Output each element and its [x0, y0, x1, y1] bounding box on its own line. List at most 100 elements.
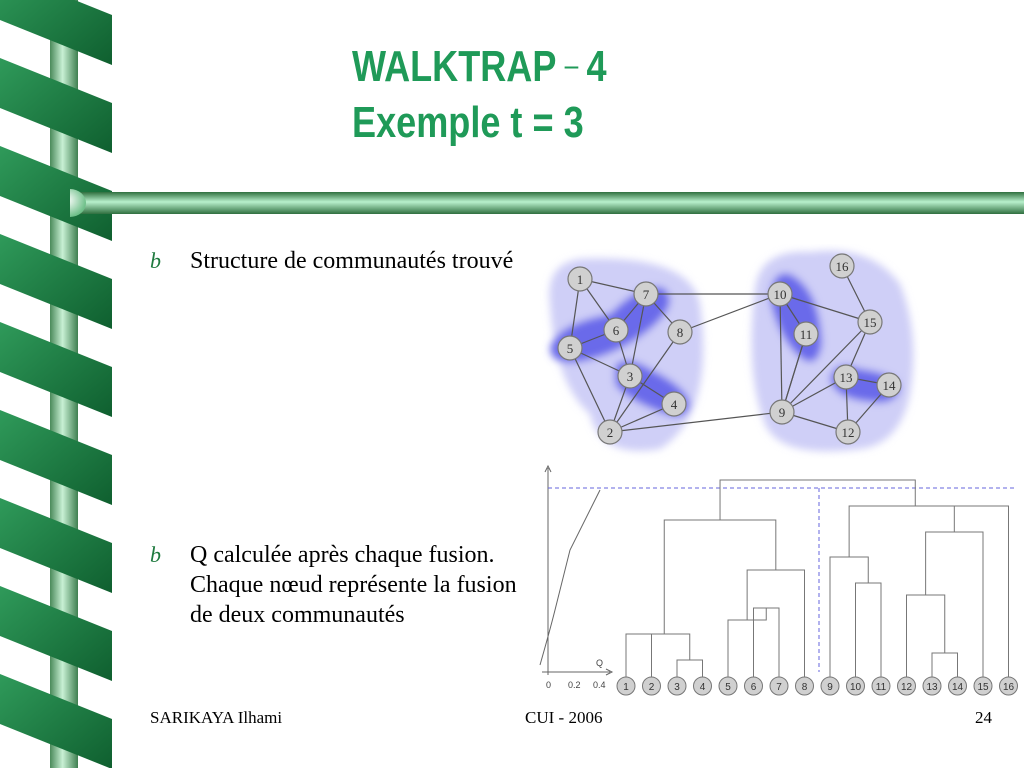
dendrogram-link [625, 633, 652, 677]
dendrogram-leaf-5: 5 [718, 676, 738, 696]
pole-ribbon [0, 498, 112, 593]
pole-ribbon [0, 410, 112, 505]
dendrogram-leaf-label: 8 [802, 682, 808, 693]
slide-title: WALKTRAP–4 Exemple t = 3 [352, 38, 607, 151]
dendrogram-leaf-label: 7 [776, 682, 782, 693]
dendrogram-link [638, 633, 691, 660]
dendrogram-link [746, 569, 805, 677]
graph-node-3: 3 [617, 363, 643, 389]
dendrogram-leaf-15: 15 [973, 676, 993, 696]
dendrogram-leaf-11: 11 [871, 676, 891, 696]
bullet-marker-icon: b [150, 248, 161, 273]
dendrogram-leaf-9: 9 [820, 676, 840, 696]
graph-node-label: 3 [627, 369, 634, 384]
dendrogram-link [719, 479, 916, 520]
graph-node-10: 10 [767, 281, 793, 307]
dendrogram-leaf-label: 2 [649, 682, 655, 693]
dendrogram-leaf-13: 13 [922, 676, 942, 696]
q-tick-0: 0 [546, 680, 551, 690]
graph-node-8: 8 [667, 319, 693, 345]
dendrogram-leaf-label: 1 [623, 682, 629, 693]
dendrogram-leaf-label: 10 [850, 682, 862, 693]
pole-ribbon [0, 58, 112, 153]
dendrogram-link [925, 531, 984, 677]
graph-edge-10-9 [779, 293, 783, 413]
graph-node-6: 6 [603, 317, 629, 343]
dendrogram-leaf-label: 15 [977, 682, 989, 693]
graph-node-label: 11 [800, 327, 813, 342]
dendrogram-leaf-label: 12 [901, 682, 913, 693]
footer-author: SARIKAYA Ilhami [150, 708, 283, 727]
graph-node-2: 2 [597, 419, 623, 445]
dendrogram-leaf-16: 16 [999, 676, 1018, 696]
title-dash: – [564, 49, 579, 82]
graph-node-13: 13 [833, 364, 859, 390]
dendrogram-leaf-label: 9 [827, 682, 833, 693]
graph-node-16: 16 [829, 253, 855, 279]
dendrogram-leaf-14: 14 [948, 676, 967, 696]
graph-node-label: 6 [613, 323, 620, 338]
graph-node-label: 14 [883, 378, 897, 393]
title-number: 4 [586, 42, 607, 91]
dendrogram-leaf-3: 3 [667, 676, 687, 696]
pole-ribbon [0, 322, 112, 417]
graph-node-label: 8 [677, 325, 684, 340]
graph-node-label: 5 [567, 341, 574, 356]
dendrogram-leaf-6: 6 [744, 676, 763, 696]
dendrogram-leaf-label: 14 [952, 682, 964, 693]
pole-ribbon [0, 234, 112, 329]
dendrogram-leaf-2: 2 [642, 676, 661, 696]
title-subtitle: Exemple t = 3 [352, 98, 584, 147]
dendrogram-link [829, 556, 869, 677]
q-tick-0-2: 0.2 [568, 680, 581, 690]
graph-edge-8-2 [609, 331, 681, 433]
dendrogram-link [931, 652, 958, 677]
graph-node-label: 13 [840, 370, 853, 385]
graph-node-label: 7 [643, 287, 650, 302]
dendrogram-leaf-12: 12 [897, 676, 916, 696]
graph-node-7: 7 [633, 281, 659, 307]
graph-node-15: 15 [857, 309, 883, 335]
modularity-curve [539, 489, 601, 666]
graph-node-14: 14 [876, 372, 902, 398]
dendrogram-leaf-label: 5 [725, 682, 731, 693]
q-axis-label: Q [596, 658, 603, 668]
dendrogram-leaf-label: 13 [926, 682, 938, 693]
q-tick-0-4: 0.4 [593, 680, 606, 690]
dendrogram-leaf-label: 6 [751, 682, 757, 693]
graph-edge-5-2 [569, 347, 611, 433]
dendrogram-link [906, 594, 946, 677]
decorative-pole [0, 0, 112, 768]
pole-ribbon [0, 0, 112, 65]
dendrogram-link [848, 505, 982, 557]
graph-edge-15-9 [781, 321, 871, 413]
dendrogram-leaf-label: 4 [700, 682, 706, 693]
footer-page-number: 24 [975, 708, 992, 727]
graph-node-12: 12 [835, 419, 861, 445]
title-divider-rail [70, 189, 1024, 217]
dendrogram-leaf-10: 10 [846, 676, 865, 696]
pole-ribbon [0, 586, 112, 681]
graph-node-label: 16 [836, 259, 850, 274]
bullet-text: Q calculée après chaque fusion. Chaque n… [190, 542, 517, 628]
dendrogram-link [676, 659, 703, 677]
graph-node-4: 4 [661, 391, 687, 417]
dendrogram-leaf-1: 1 [616, 676, 636, 696]
graph-node-label: 2 [607, 425, 614, 440]
bullet-text: Structure de communautés trouvé [190, 248, 514, 274]
pole-ribbon [0, 674, 112, 768]
graph-node-label: 1 [577, 272, 584, 287]
graph-edge-9-11 [781, 333, 807, 413]
bullet-marker-icon: b [150, 542, 161, 567]
graph-node-label: 4 [671, 397, 678, 412]
dendrogram-leaf-label: 3 [674, 682, 680, 693]
title-main: WALKTRAP [352, 42, 557, 91]
dendrogram-leaf-label: 16 [1003, 682, 1015, 693]
graph-node-label: 10 [774, 287, 787, 302]
graph-edge-10-15 [779, 293, 871, 323]
dendrogram-link [663, 519, 777, 634]
graph-node-label: 9 [779, 405, 786, 420]
dendrogram-leaf-8: 8 [795, 676, 814, 696]
